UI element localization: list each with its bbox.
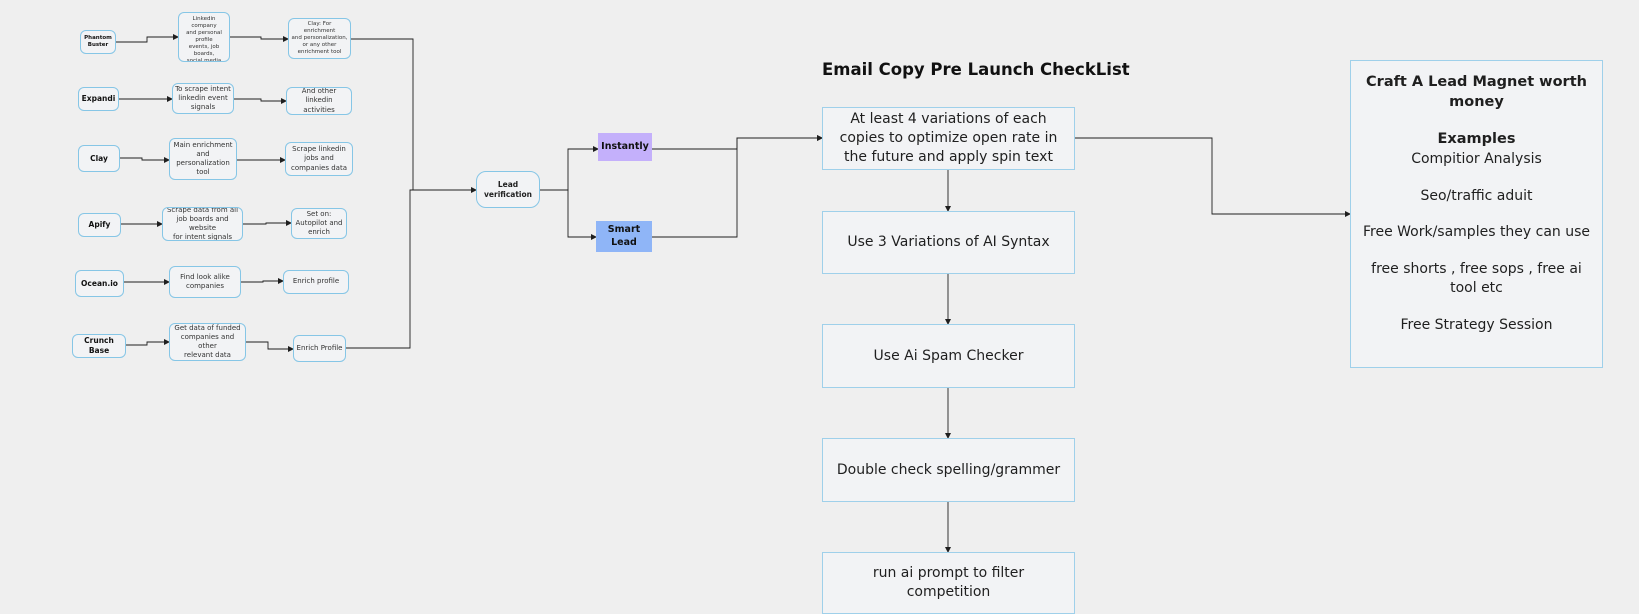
checklist-step-label: At least 4 variations of each copies to … [839,111,1058,165]
node-clay-task[interactable]: Main enrichment and personalization tool [169,138,237,180]
node-label: Lead verification [484,179,532,199]
connector-crunch-task-to-output [246,341,294,352]
node-label: Instantly [601,140,649,152]
lead-magnet-item: Free Work/samples they can use [1362,224,1591,241]
lead-magnet-card[interactable]: Craft A Lead Magnet worth money Examples… [1350,60,1603,368]
connector-clay-to-task [120,157,170,163]
checklist-step-4[interactable]: Double check spelling/grammer [822,438,1075,502]
node-label: Get data of funded companies and other r… [174,323,241,360]
checklist-step-1[interactable]: At least 4 variations of each copies to … [822,107,1075,170]
node-smart-lead[interactable]: Smart Lead [596,221,652,252]
node-label: Clay: For enrichment and personalization… [291,20,348,56]
node-label: To scrape intent linkedin event signals [175,84,231,112]
node-crunch-base-output[interactable]: Enrich Profile [293,335,346,362]
node-apify[interactable]: Apify [78,213,121,237]
node-phantom-buster-output[interactable]: Clay: For enrichment and personalization… [288,18,351,59]
checklist-step-label: Use 3 Variations of AI Syntax [847,234,1050,251]
node-label: Scrape data from all job boards and webs… [166,207,239,241]
node-label: Apify [88,220,111,230]
connector-ocean-task-to-output [241,278,284,284]
lead-magnet-title: Craft A Lead Magnet worth money [1366,74,1587,110]
connector-lv-to-smart-lead [540,189,597,240]
connector-lv-to-instantly [540,146,599,191]
node-clay-output[interactable]: Scrape linkedin jobs and companies data [285,142,353,176]
connector-apify-task-to-output [243,220,292,226]
node-label: Set on: Autopilot and enrich [295,209,343,237]
node-label: Ocean.io [81,278,118,288]
node-ocean-io[interactable]: Ocean.io [75,270,124,297]
lead-magnet-item: Seo/traffic aduit [1420,187,1533,204]
lead-magnet-item: Compitior Analysis [1411,150,1542,167]
node-label: Crunch Base [84,336,114,355]
lead-magnet-examples-heading: Examples [1437,131,1516,148]
node-label: Smart Lead [607,224,641,248]
node-apify-output[interactable]: Set on: Autopilot and enrich [291,208,347,239]
node-crunch-base[interactable]: Crunch Base [72,334,126,358]
node-label: Find look alike companies [180,272,230,290]
checklist-step-5[interactable]: run ai prompt to filter competition [822,552,1075,614]
lead-magnet-item: free shorts , free sops , free ai tool e… [1371,261,1582,297]
node-apify-task[interactable]: Scrape data from all job boards and webs… [162,207,243,241]
checklist-step-label: run ai prompt to filter competition [872,565,1025,600]
node-label: Clay [90,153,108,163]
node-lead-verification[interactable]: Lead verification [476,171,540,208]
connector-enrich-to-lead-verification [346,189,476,349]
node-expandi-output[interactable]: And other linkedin activities [286,87,352,115]
node-ocean-task[interactable]: Find look alike companies [169,266,241,298]
node-clay[interactable]: Clay [78,145,120,172]
node-phantom-buster[interactable]: Phantom Buster [80,30,116,54]
connector-expandi-task-to-output [234,98,287,104]
node-label: To scrape: Linkedin company and personal… [186,13,222,62]
node-label: Enrich Profile [296,343,343,352]
checklist-step-label: Use Ai Spam Checker [873,347,1024,364]
node-label: Enrich profile [292,277,340,286]
node-label: Scrape linkedin jobs and companies data [290,145,347,172]
connector-phantom-to-task [116,34,179,43]
checklist-step-label: Double check spelling/grammer [836,461,1061,478]
checklist-title: Email Copy Pre Launch CheckList [822,60,1130,79]
node-label: Expandi [81,94,116,104]
node-label: Phantom Buster [84,34,112,48]
connector-outputs-to-lead-verification [351,38,477,193]
node-label: And other linkedin activities [301,87,337,114]
node-instantly[interactable]: Instantly [598,133,652,161]
node-expandi-task[interactable]: To scrape intent linkedin event signals [172,83,234,114]
connector-checklist-to-lead-magnet [1075,137,1351,217]
checklist-step-3[interactable]: Use Ai Spam Checker [822,324,1075,388]
node-ocean-output[interactable]: Enrich profile [283,270,349,294]
node-phantom-buster-task[interactable]: To scrape: Linkedin company and personal… [178,12,230,62]
connector-crunch-to-task [126,339,170,346]
connector-smart-lead-to-checklist [652,135,823,238]
lead-magnet-item: Free Strategy Session [1400,317,1553,334]
checklist-step-2[interactable]: Use 3 Variations of AI Syntax [822,211,1075,274]
connector-phantom-task-to-output [230,36,289,42]
node-expandi[interactable]: Expandi [78,87,119,111]
node-label: Main enrichment and personalization tool [173,140,233,177]
node-crunch-base-task[interactable]: Get data of funded companies and other r… [169,323,246,361]
